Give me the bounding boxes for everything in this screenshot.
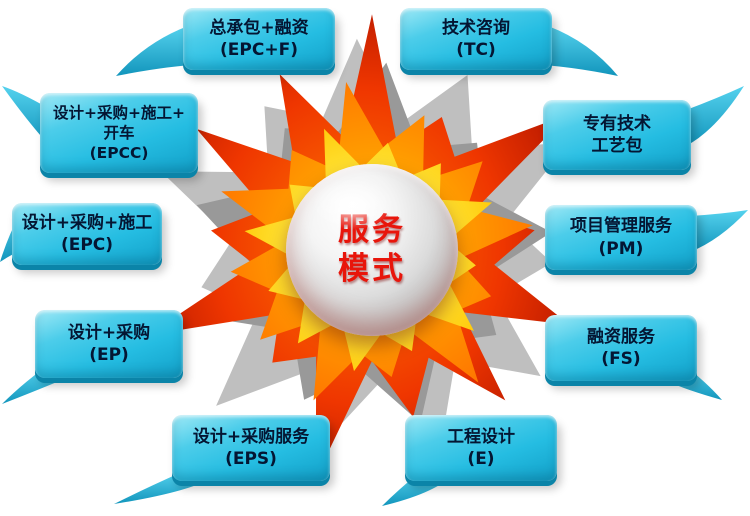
node-tech-package-label-2: 工艺包	[591, 136, 643, 156]
node-ep: 设计+采购 (EP)	[35, 310, 183, 378]
node-tc-label: 技术咨询	[442, 17, 510, 38]
node-epc-f: 总承包+融资 (EPC+F)	[183, 8, 335, 70]
node-fs-label: 融资服务	[587, 326, 655, 347]
node-epc-label: 设计+采购+施工	[21, 212, 153, 233]
node-epcc-label-2: 开车	[103, 123, 135, 142]
center-sphere: 服务 模式	[286, 164, 458, 336]
node-epc-f-label: 总承包+融资	[209, 17, 309, 38]
node-e: 工程设计 (E)	[405, 415, 557, 481]
node-pm-label: 项目管理服务	[570, 216, 672, 237]
node-epc-code: (EPC)	[60, 235, 114, 255]
node-tc: 技术咨询 (TC)	[400, 8, 552, 70]
node-pm-code: (PM)	[598, 238, 644, 259]
tail-tech-package	[686, 86, 744, 146]
tail-epcc	[2, 86, 48, 144]
node-tech-package: 专有技术 工艺包	[543, 100, 691, 170]
node-ep-label: 设计+采购	[67, 322, 151, 343]
center-title-line2: 模式	[338, 251, 406, 287]
node-epcc-code: (EPCC)	[89, 144, 149, 163]
node-pm: 项目管理服务 (PM)	[545, 205, 697, 270]
center-title-line1: 服务	[338, 212, 406, 249]
node-eps: 设计+采购服务 (EPS)	[172, 415, 330, 481]
node-epcc: 设计+采购+施工+ 开车 (EPCC)	[40, 93, 198, 173]
node-epc-f-code: (EPC+F)	[220, 40, 298, 60]
tail-pm	[690, 210, 748, 252]
node-e-code: (E)	[467, 449, 495, 469]
node-tech-package-label-1: 专有技术	[583, 113, 651, 134]
node-eps-code: (EPS)	[225, 449, 277, 469]
node-epcc-label-1: 设计+采购+施工+	[53, 103, 185, 122]
node-e-label: 工程设计	[447, 426, 515, 447]
node-tc-code: (TC)	[456, 40, 496, 60]
node-epc: 设计+采购+施工 (EPC)	[12, 203, 162, 265]
node-eps-label: 设计+采购服务	[192, 426, 310, 447]
node-fs-code: (FS)	[601, 349, 641, 369]
node-ep-code: (EP)	[89, 345, 129, 365]
node-fs: 融资服务 (FS)	[545, 315, 697, 381]
